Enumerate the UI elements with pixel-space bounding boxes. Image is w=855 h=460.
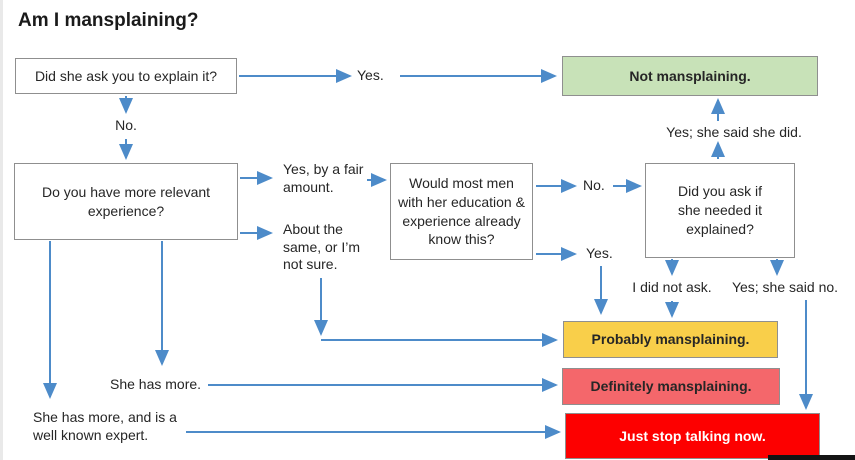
edge-label-she-has-more: She has more. bbox=[110, 376, 202, 392]
node-more-experience-label: Do you have more relevant experience? bbox=[41, 183, 211, 219]
node-would-most-men-label: Would most men with her education & expe… bbox=[398, 174, 525, 248]
page-title: Am I mansplaining? bbox=[18, 10, 199, 31]
node-did-you-ask-label: Did you ask if she needed it explained? bbox=[677, 183, 763, 237]
node-not-mansplaining-label: Not mansplaining. bbox=[629, 67, 751, 84]
edge-label-yes-top: Yes. bbox=[357, 67, 384, 83]
node-just-stop-talking-label: Just stop talking now. bbox=[619, 427, 766, 444]
edge-label-she-has-more-expert: She has more, and is a well known expert… bbox=[33, 409, 177, 443]
node-definitely-mansplaining-label: Definitely mansplaining. bbox=[590, 378, 752, 395]
slide-left-edge bbox=[0, 0, 3, 460]
node-would-most-men: Would most men with her education & expe… bbox=[390, 163, 533, 260]
node-did-you-ask: Did you ask if she needed it explained? bbox=[645, 163, 795, 258]
edge-label-yes-she-said-no: Yes; she said no. bbox=[731, 279, 839, 295]
node-more-experience: Do you have more relevant experience? bbox=[14, 163, 238, 240]
edge-label-about-the-same: About the same, or I’m not sure. bbox=[283, 221, 361, 272]
node-definitely-mansplaining: Definitely mansplaining. bbox=[562, 368, 780, 405]
edge-label-no-mid: No. bbox=[583, 177, 605, 193]
node-probably-mansplaining: Probably mansplaining. bbox=[563, 321, 778, 358]
node-did-she-ask: Did she ask you to explain it? bbox=[15, 58, 237, 94]
edge-label-no-top: No. bbox=[115, 117, 137, 133]
edge-label-yes-fair-amount: Yes, by a fair amount. bbox=[283, 161, 364, 195]
node-just-stop-talking: Just stop talking now. bbox=[565, 413, 820, 459]
node-not-mansplaining: Not mansplaining. bbox=[562, 56, 818, 96]
video-progress-bar bbox=[768, 455, 855, 460]
edge-label-yes-she-said-she-did: Yes; she said she did. bbox=[666, 124, 802, 140]
node-probably-mansplaining-label: Probably mansplaining. bbox=[591, 331, 750, 348]
edge-label-yes-mid: Yes. bbox=[586, 245, 613, 261]
edge-label-i-did-not-ask: I did not ask. bbox=[632, 279, 712, 295]
node-did-she-ask-label: Did she ask you to explain it? bbox=[34, 67, 218, 84]
